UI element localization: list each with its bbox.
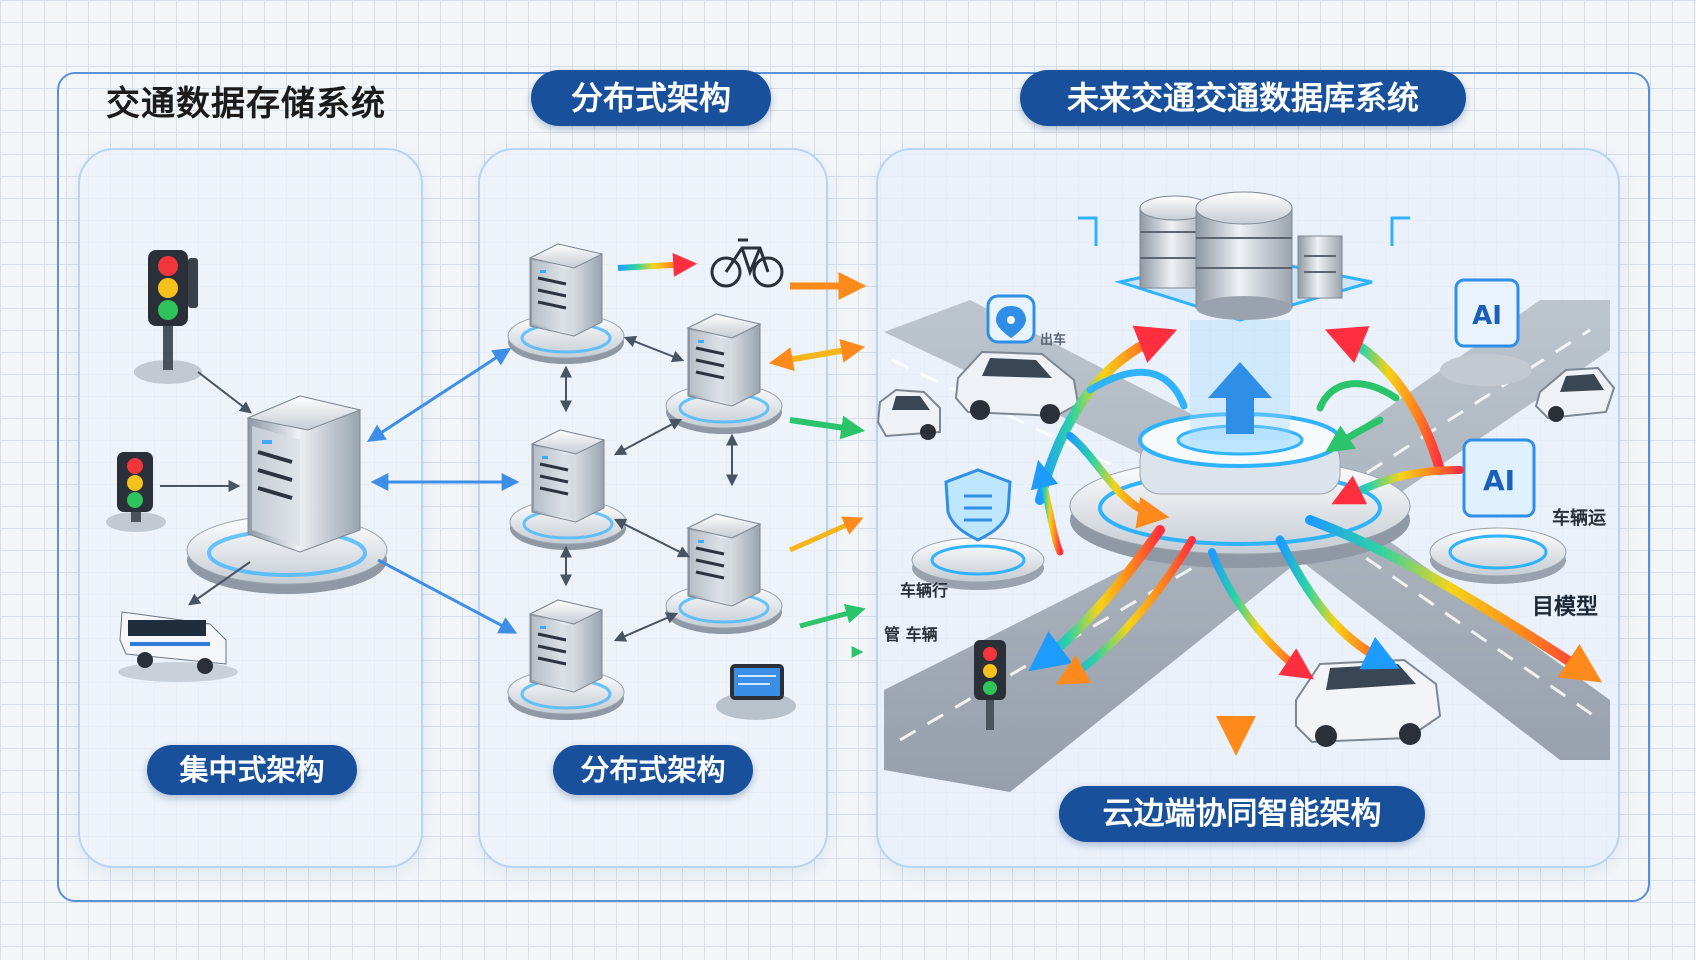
main-title: 交通数据存储系统: [106, 84, 386, 124]
car-icon: [954, 350, 1080, 424]
server-node: [508, 428, 628, 552]
distributed-diagram: [506, 238, 867, 722]
location-pin-icon: [986, 294, 1036, 344]
server-node: [664, 312, 784, 436]
connector: [377, 558, 518, 634]
outer-frame: [57, 72, 1650, 902]
connector: [197, 371, 252, 414]
connector: [188, 561, 251, 606]
server-node: [506, 242, 626, 366]
centralized-footer: 集中式架构: [147, 745, 357, 795]
central-server: [186, 395, 388, 594]
distributed-header: 分布式架构: [531, 70, 771, 126]
traffic-light-icon: [106, 452, 166, 532]
left-text-1: 车辆行: [900, 581, 948, 600]
shield-node: [911, 468, 1045, 590]
traffic-light-icon: [974, 640, 1006, 730]
ai-right-label: AI: [1483, 464, 1515, 497]
ai-node-right: AI: [1429, 438, 1567, 584]
right-text-1: 车辆运: [1552, 507, 1606, 529]
car-icon: [1534, 366, 1616, 422]
car-icon: [876, 388, 941, 440]
server-node: [664, 512, 784, 636]
centralized-diagram: [106, 250, 388, 682]
left-text-2: 管 车辆: [884, 625, 938, 644]
connector: [366, 348, 512, 442]
bus-icon: [118, 611, 238, 682]
cloud-edge-footer: 云边端协同智能架构: [1059, 786, 1425, 842]
future-diagram: 出车 AI AI 车辆行 管 车辆 车辆运 目模型: [876, 191, 1616, 792]
car-icon: [1295, 658, 1442, 747]
ai-node-top: AI: [1440, 278, 1532, 386]
right-text-2: 目模型: [1532, 595, 1598, 620]
bicycle-icon: [710, 238, 784, 288]
server-node: [506, 598, 626, 722]
road-sign-label: 出车: [1040, 332, 1066, 348]
ai-top-label: AI: [1472, 301, 1502, 331]
data-flow-arrows: [1028, 325, 1603, 756]
future-header: 未来交通交通数据库系统: [1020, 70, 1466, 126]
distributed-footer: 分布式架构: [553, 745, 753, 795]
traffic-light-icon: [134, 250, 202, 384]
cloud-database-icon: [1078, 191, 1410, 322]
terminal-icon: [716, 664, 796, 720]
